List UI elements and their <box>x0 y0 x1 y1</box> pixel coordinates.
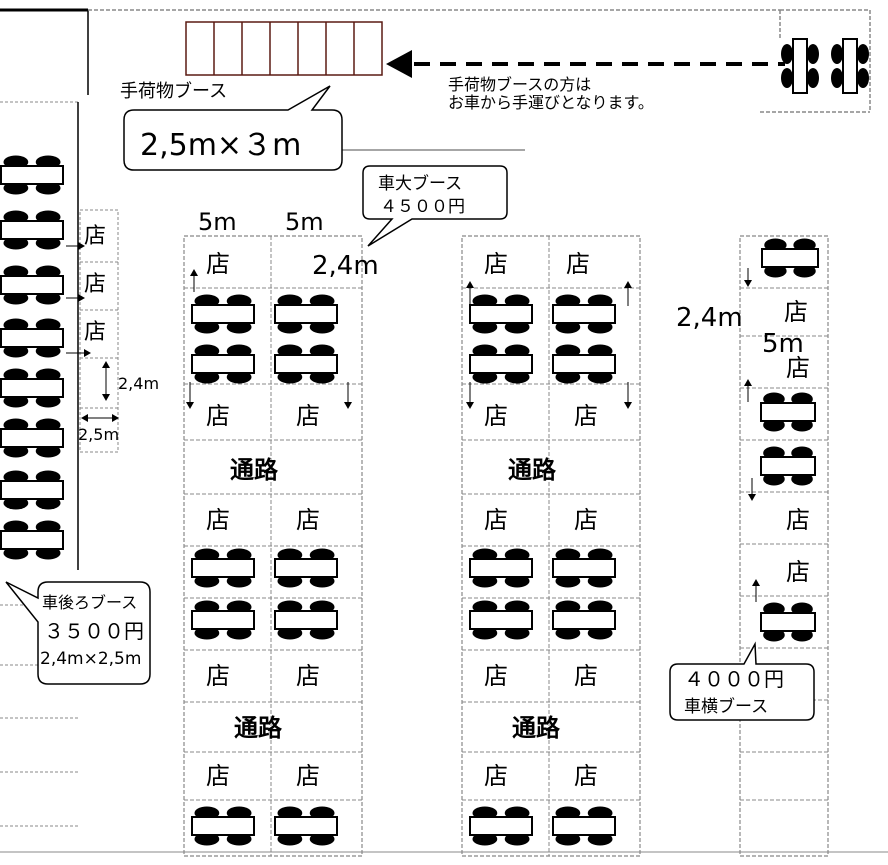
hand-booth-size-bubble <box>123 85 343 171</box>
car-side-price: ４０００円 <box>684 667 784 691</box>
store-c-2: 店 <box>786 354 810 382</box>
dim-2-4m-right: 2,4m <box>676 303 743 333</box>
block-b-store-2l: 店 <box>484 402 508 430</box>
block-b: 店店店店通路店店店店通路店店 <box>461 235 641 857</box>
block-b-car-6 <box>552 548 616 588</box>
car-back-booth-4 <box>0 318 64 358</box>
car-side-bubble <box>669 641 815 721</box>
hand-note-line1: 手荷物ブースの方は <box>448 75 591 94</box>
block-b-store-3l: 店 <box>484 506 508 534</box>
block-a-store-5r: 店 <box>296 762 320 790</box>
side-car-2 <box>760 392 816 432</box>
dim-2-4m-blockA: 2,4m <box>312 251 379 281</box>
block-b-car-4 <box>552 344 616 384</box>
side-car-1 <box>761 238 819 278</box>
car-back-booth-2 <box>0 210 64 250</box>
block-b-car-3 <box>469 344 533 384</box>
dim-5m-right-col: 5m <box>762 329 804 359</box>
car-back-price: ３５００円 <box>44 619 144 643</box>
car-big-bubble <box>362 165 508 247</box>
block-b-store-2r: 店 <box>574 402 598 430</box>
hand-booth-title: 手荷物ブース <box>120 80 227 102</box>
block-b-store-5l: 店 <box>484 762 508 790</box>
car-back-booth-3 <box>0 265 64 305</box>
block-b-car-7 <box>469 600 533 640</box>
block-a-store-3r: 店 <box>296 506 320 534</box>
block-b-car-2 <box>552 294 616 334</box>
car-back-label: 車後ろブース <box>42 593 137 612</box>
side-car-3 <box>760 446 816 486</box>
car-side-label: 車横ブース <box>684 696 768 717</box>
store-c-3: 店 <box>786 506 810 534</box>
block-a-car-8 <box>274 600 338 640</box>
block-b-store-tl: 店 <box>484 250 508 278</box>
block-a-car-3 <box>191 344 255 384</box>
block-a-store-5l: 店 <box>206 762 230 790</box>
block-b-car-10 <box>552 806 616 846</box>
dim-5m-right: 5m <box>285 208 324 236</box>
block-b-store-5r: 店 <box>574 762 598 790</box>
block-b-store-4l: 店 <box>484 662 508 690</box>
block-a-car-9 <box>191 806 255 846</box>
block-a-store-2r: 店 <box>296 402 320 430</box>
left-stores: 店 店 店 <box>66 209 119 453</box>
block-a-store-4r: 店 <box>296 662 320 690</box>
block-b-store-3r: 店 <box>574 506 598 534</box>
left-car-column <box>0 155 64 560</box>
store-c-4: 店 <box>786 558 810 586</box>
block-b-car-8 <box>552 600 616 640</box>
block-b-aisle-1: 通路 <box>508 456 557 484</box>
block-a-aisle-2: 通路 <box>234 714 283 742</box>
block-a-store-2l: 店 <box>206 402 230 430</box>
block-a-store-4l: 店 <box>206 662 230 690</box>
hand-note-line2: お車から手運びとなります。 <box>448 93 654 112</box>
car-back-bubble <box>5 581 151 685</box>
block-a-car-7 <box>191 600 255 640</box>
block-b-car-5 <box>469 548 533 588</box>
block-a-car-2 <box>274 294 338 334</box>
dim-2-4m-small: 2,4m <box>118 374 159 393</box>
block-a: 店店店通路店店店店通路店店 <box>183 235 363 857</box>
car-back-booth-7 <box>0 470 64 510</box>
store-left-1: 店 <box>84 224 106 249</box>
block-a-aisle-1: 通路 <box>230 456 279 484</box>
store-left-2: 店 <box>84 272 106 297</box>
car-back-booth-6 <box>0 418 64 458</box>
block-b-car-9 <box>469 806 533 846</box>
block-a-car-4 <box>274 344 338 384</box>
arrival-car-2 <box>831 38 869 94</box>
block-b-aisle-2: 通路 <box>512 714 561 742</box>
side-car-4 <box>760 602 816 642</box>
store-left-3: 店 <box>84 320 106 345</box>
block-a-store-3l: 店 <box>206 506 230 534</box>
car-back-booth-8 <box>0 520 64 560</box>
car-big-label: 車大ブース <box>378 173 462 194</box>
car-back-booth-1 <box>0 155 64 195</box>
block-a-car-6 <box>274 548 338 588</box>
dim-5m-left: 5m <box>198 208 237 236</box>
car-big-price: ４５００円 <box>380 197 465 217</box>
hand-booth-size: 2,5m×３m <box>140 128 301 163</box>
block-a-car-10 <box>274 806 338 846</box>
hand-carry-arrow <box>386 50 785 78</box>
top-right-cars <box>781 38 869 94</box>
block-b-store-4r: 店 <box>574 662 598 690</box>
block-a-car-1 <box>191 294 255 334</box>
car-back-booth-5 <box>0 368 64 408</box>
block-b-store-tr: 店 <box>566 250 590 278</box>
store-c-1: 店 <box>784 298 808 326</box>
dim-2-5m-small: 2,5m <box>78 425 119 444</box>
block-a-car-5 <box>191 548 255 588</box>
arrival-car-1 <box>781 38 819 94</box>
block-a-store-tl: 店 <box>206 250 230 278</box>
hand-luggage-booths <box>185 21 383 76</box>
car-back-size: 2,4m×2,5m <box>40 649 141 669</box>
block-b-car-1 <box>469 294 533 334</box>
